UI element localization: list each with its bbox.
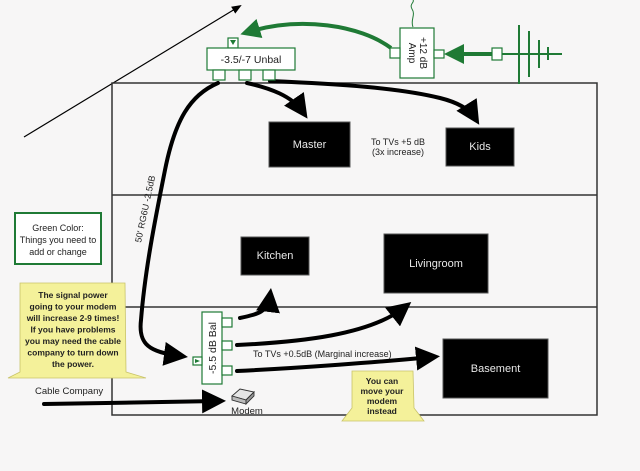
cable-to-basement — [235, 346, 440, 373]
antenna-connector — [491, 47, 503, 61]
cable-to-livingroom — [235, 302, 412, 347]
legend-line-1: Green Color: — [32, 223, 84, 233]
room-label-master: Master — [293, 139, 327, 151]
room-label-livingroom: Livingroom — [409, 258, 463, 270]
splitter-balanced: -5.5 dB Bal — [192, 311, 233, 385]
modem-label: Modem — [231, 406, 263, 417]
note-signal-line-1: The signal power — [38, 290, 108, 300]
modem-icon — [231, 388, 255, 406]
room-livingroom: Livingroom — [383, 233, 489, 294]
room-master: Master — [268, 121, 351, 168]
legend-line-2: Things you need to — [20, 235, 97, 245]
note-signal-line-7: the power. — [52, 359, 94, 369]
note-modem-line-3: modem — [367, 396, 398, 406]
cable-run-attic-to-basement-splitter — [138, 81, 220, 366]
note-signal-line-6: company to turn down — [27, 348, 118, 358]
room-label-basement: Basement — [471, 363, 521, 375]
legend-line-3: add or change — [29, 247, 87, 257]
upper-floor-note-line1: To TVs +5 dB — [371, 137, 425, 147]
cable-to-master — [245, 81, 308, 119]
note-modem-line-2: move your — [361, 386, 405, 396]
legend-box: Green Color: Things you need to add or c… — [14, 212, 102, 265]
splitter-unbalanced: -3.5/-7 Unbal — [206, 37, 296, 81]
cable-to-kitchen — [238, 288, 280, 320]
note-signal-line-2: going to your modem — [30, 302, 117, 312]
cable-company-label: Cable Company — [35, 386, 103, 397]
amp-power-cord — [410, 0, 414, 28]
roof-line — [23, 4, 242, 138]
splitter-unbalanced-label: -3.5/-7 Unbal — [221, 54, 282, 66]
note-signal-line-3: will increase 2-9 times! — [26, 313, 120, 323]
note-modem-line-4: instead — [367, 406, 397, 416]
splitter-balanced-label: -5.5 dB Bal — [207, 322, 219, 374]
note-signal-line-5: you may need the cable — [25, 336, 121, 346]
cable-company-line — [42, 389, 226, 414]
room-label-kids: Kids — [469, 141, 491, 153]
room-kitchen: Kitchen — [240, 236, 310, 276]
note-modem-line-1: You can — [366, 376, 398, 386]
amplifier-label-gain: +12 dB — [417, 37, 428, 69]
upper-floor-note-line2: (3x increase) — [372, 147, 424, 157]
note-signal-line-4: If you have problems — [30, 325, 115, 335]
amplifier-label-amp: Amp — [406, 43, 417, 64]
room-kids: Kids — [445, 127, 515, 167]
antenna-icon — [502, 25, 562, 84]
lower-floor-note: To TVs +0.5dB (Marginal increase) — [253, 349, 392, 359]
cable-amp-to-splitter — [240, 18, 393, 50]
room-label-kitchen: Kitchen — [257, 250, 294, 262]
cable-to-kids — [268, 79, 480, 125]
amplifier: +12 dB Amp — [389, 27, 445, 79]
room-basement: Basement — [442, 338, 549, 399]
